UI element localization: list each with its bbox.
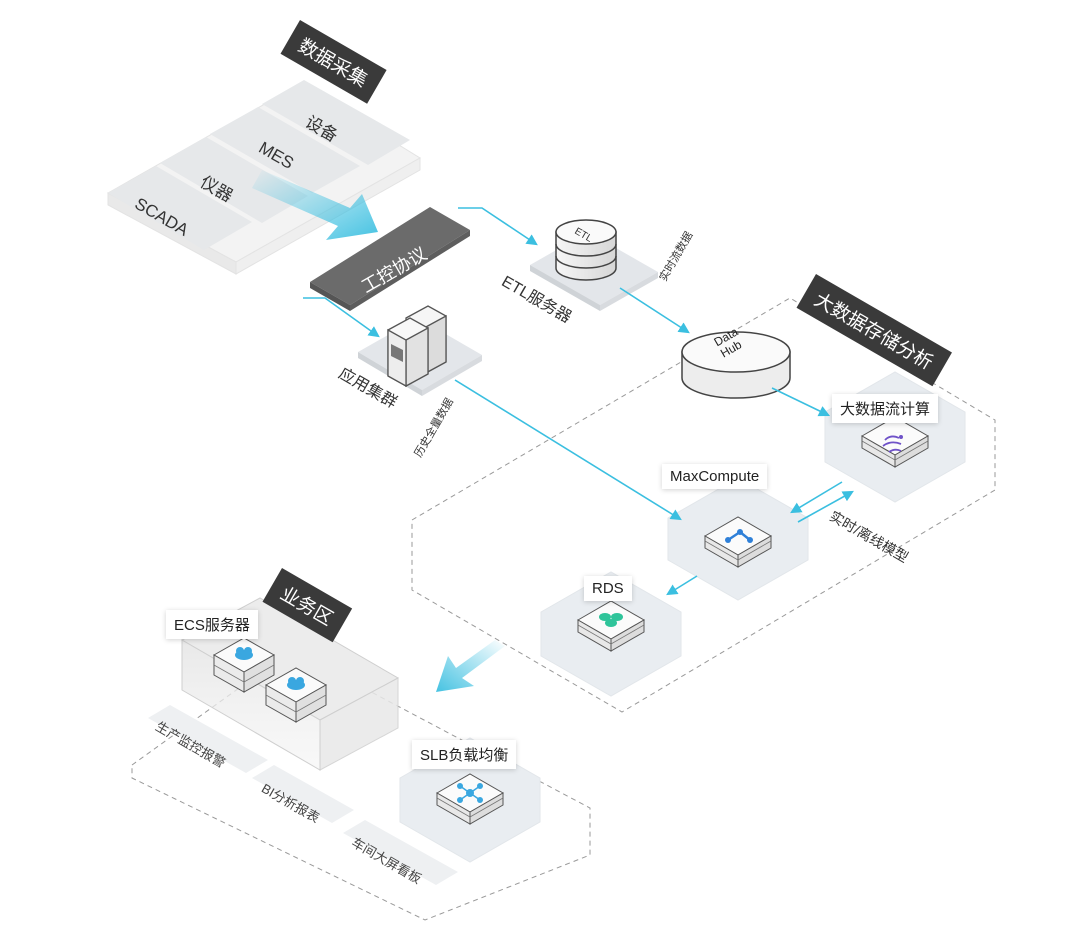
flow-datahub-to-stream	[771, 387, 831, 417]
maxcompute-node	[667, 477, 809, 601]
slb-icon	[457, 783, 483, 803]
flow-app-to-maxcompute	[454, 379, 682, 521]
stream-compute-icon	[882, 435, 903, 453]
ecs-cloud-icon	[287, 677, 305, 690]
flow-maxcompute-to-rds	[666, 575, 698, 596]
maxcompute-icon	[725, 529, 753, 543]
flow-lines	[303, 207, 854, 596]
ecs-cloud-icon	[235, 647, 253, 660]
slb-label: SLB负载均衡	[412, 740, 517, 769]
flow-protocol-to-app	[303, 297, 380, 338]
ecs-server-label: ECS服务器	[166, 610, 258, 639]
flow-protocol-to-etl	[458, 207, 538, 246]
etl-disk-icon	[555, 219, 617, 281]
server-cabinet-icon	[387, 305, 447, 388]
business-zone-boundary	[131, 649, 591, 921]
flow-etl-to-datahub	[619, 287, 690, 334]
protocol-slab	[310, 207, 470, 311]
bigdata-zone-boundary	[411, 297, 996, 713]
flow-big-arrow-business	[436, 640, 505, 692]
stream-compute-label: 大数据流计算	[832, 394, 939, 423]
rds-label: RDS	[584, 576, 632, 601]
rds-node	[540, 571, 682, 697]
business-tiles	[148, 705, 458, 885]
rds-icon	[599, 613, 623, 627]
slb-node	[399, 737, 541, 863]
datahub-disk-icon	[681, 331, 791, 399]
flow-big-arrow-collection	[252, 170, 378, 240]
stream-compute-node	[824, 371, 966, 503]
app-cluster	[358, 305, 482, 396]
flow-stream-to-maxcompute	[790, 481, 843, 514]
flow-maxcompute-to-stream	[797, 490, 854, 523]
etl-server	[530, 219, 658, 311]
maxcompute-label: MaxCompute	[662, 464, 768, 489]
